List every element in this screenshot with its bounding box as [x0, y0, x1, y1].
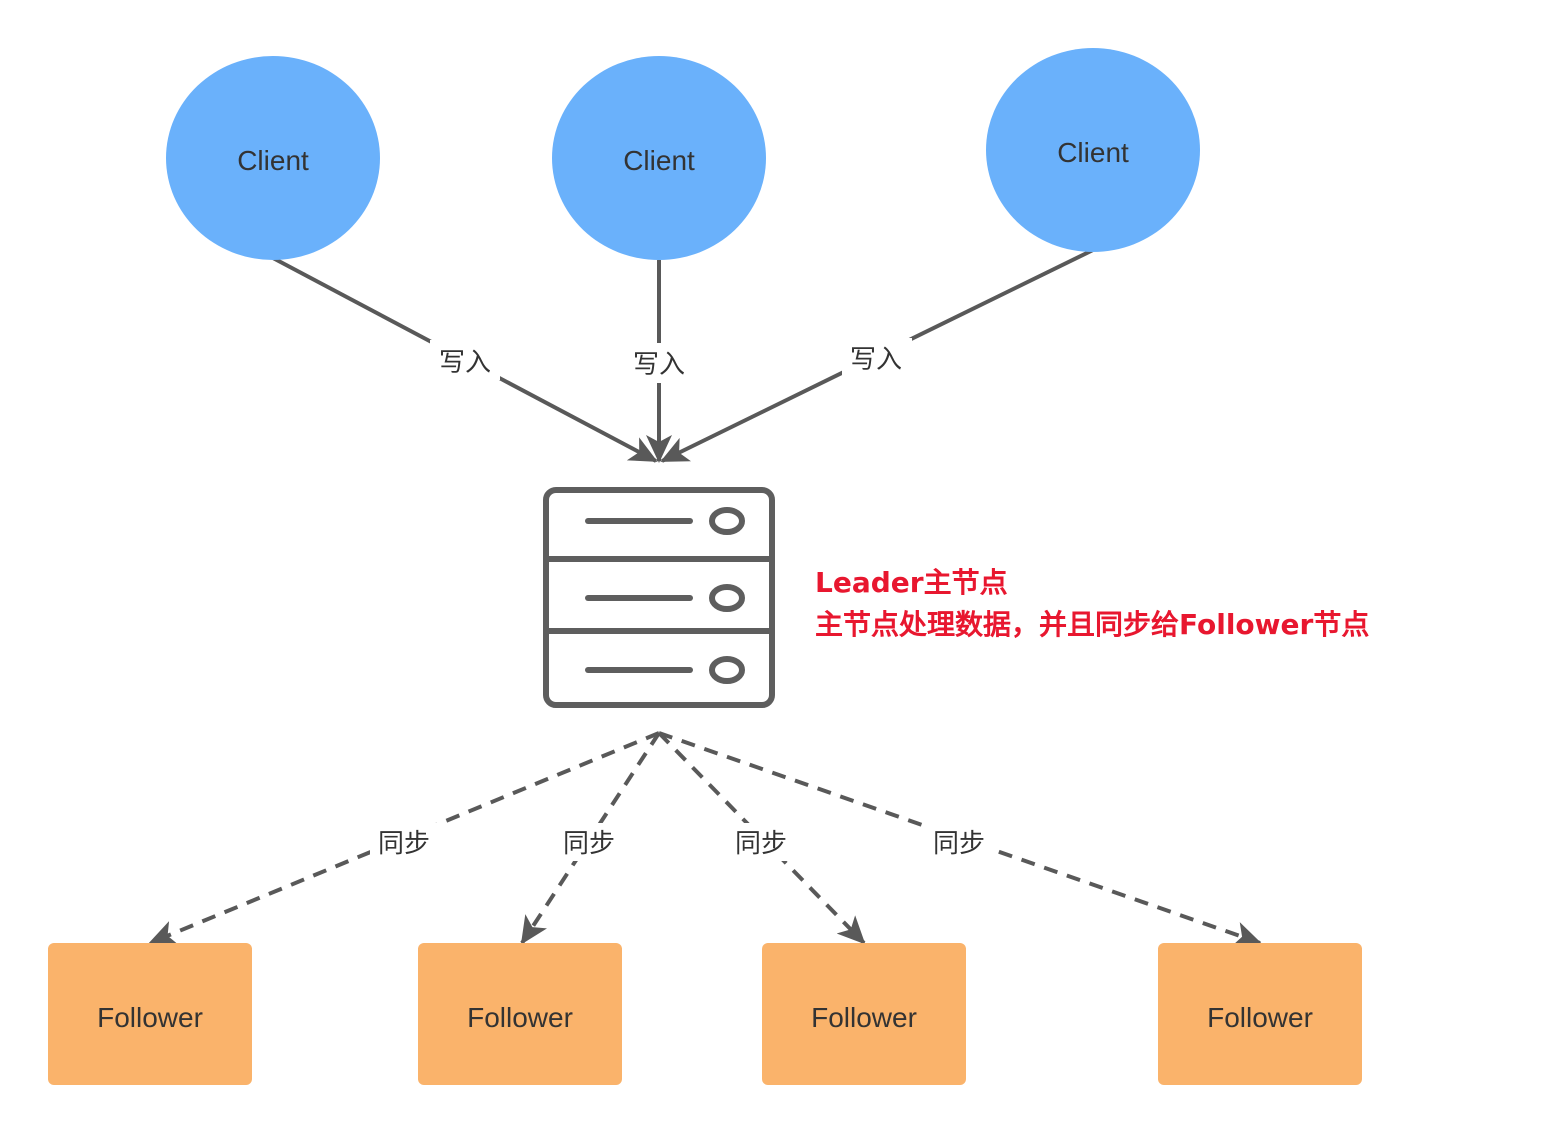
sync-label-4: 同步 — [933, 829, 985, 859]
follower-node-4[interactable]: Follower — [1158, 943, 1362, 1085]
sync-edges — [148, 731, 1262, 947]
write-labels: 写入 写入 写入 — [430, 338, 912, 383]
client-label-3: Client — [1057, 137, 1129, 168]
client-label-2: Client — [623, 145, 695, 176]
clients: Client Client Client — [166, 48, 1200, 260]
follower-node-2[interactable]: Follower — [418, 943, 622, 1085]
write-label-3: 写入 — [850, 345, 902, 375]
sync-label-3: 同步 — [735, 829, 787, 859]
follower-node-1[interactable]: Follower — [48, 943, 252, 1085]
follower-label-2: Follower — [467, 1002, 573, 1033]
write-label-1: 写入 — [439, 348, 491, 378]
follower-label-1: Follower — [97, 1002, 203, 1033]
follower-node-3[interactable]: Follower — [762, 943, 966, 1085]
sync-label-2: 同步 — [563, 829, 615, 859]
leader-description: 主节点处理数据，并且同步给Follower节点 — [815, 608, 1370, 641]
leader-title: Leader主节点 — [815, 566, 1008, 599]
sync-label-1: 同步 — [378, 829, 430, 859]
follower-label-3: Follower — [811, 1002, 917, 1033]
write-label-2: 写入 — [633, 350, 685, 380]
follower-label-4: Follower — [1207, 1002, 1313, 1033]
client-label-1: Client — [237, 145, 309, 176]
leader-annotation: Leader主节点 主节点处理数据，并且同步给Follower节点 — [815, 562, 1369, 646]
client-node-2[interactable]: Client — [552, 56, 766, 260]
sync-labels: 同步 同步 同步 同步 — [370, 823, 993, 861]
followers: Follower Follower Follower Follower — [48, 943, 1362, 1085]
client-node-3[interactable]: Client — [986, 48, 1200, 252]
server-rack-icon[interactable] — [543, 487, 775, 708]
client-node-1[interactable]: Client — [166, 56, 380, 260]
